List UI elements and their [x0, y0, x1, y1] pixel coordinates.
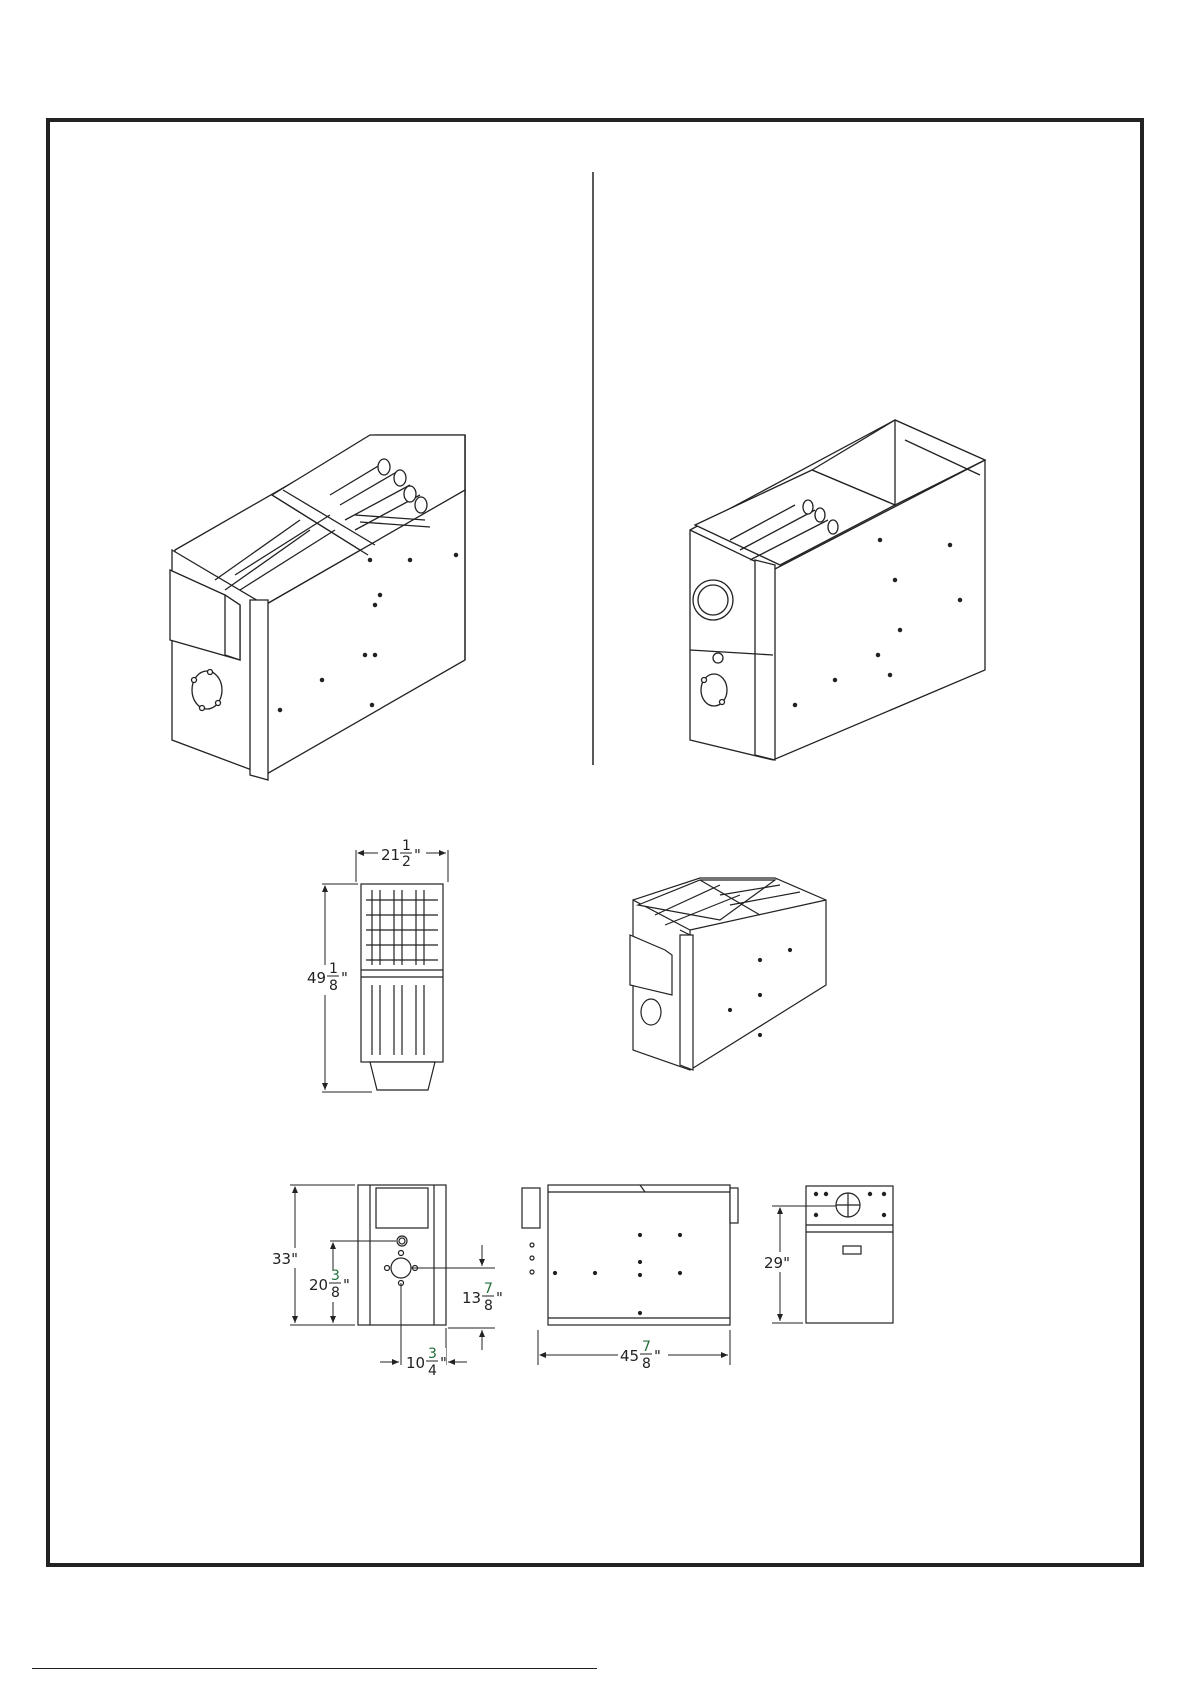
side-inlet-height-den: 8 — [484, 1298, 493, 1314]
front-height-text: 33" — [272, 1250, 298, 1268]
side-elevation-view — [522, 1185, 738, 1325]
top-length-num: 1 — [329, 961, 338, 977]
sheet-border — [48, 120, 1142, 1565]
side-length-den: 8 — [642, 1356, 651, 1372]
front-elevation-view — [358, 1185, 446, 1325]
front-flue-height-num: 3 — [331, 1268, 340, 1284]
top-length-den: 8 — [329, 978, 338, 994]
top-length-whole: 49 — [307, 969, 326, 987]
side-inlet-height-unit: " — [496, 1289, 503, 1307]
dimension-top-width: 21 1 2 " — [356, 838, 448, 882]
isometric-view-left — [170, 435, 465, 780]
top-plan-view — [361, 884, 443, 1090]
front-flue-height-whole: 20 — [309, 1276, 328, 1294]
front-flue-offset-unit: " — [440, 1354, 447, 1372]
front-flue-offset-whole: 10 — [406, 1354, 425, 1372]
top-width-whole: 21 — [381, 846, 400, 864]
side-inlet-height-whole: 13 — [462, 1289, 481, 1307]
rear-height-text: 29" — [764, 1254, 790, 1272]
front-flue-height-den: 8 — [331, 1285, 340, 1301]
side-length-unit: " — [654, 1347, 661, 1365]
front-flue-height-unit: " — [343, 1276, 350, 1294]
top-width-den: 2 — [402, 854, 411, 870]
isometric-view-small — [630, 878, 826, 1070]
side-length-num: 7 — [642, 1339, 651, 1355]
front-flue-offset-num: 3 — [428, 1346, 437, 1362]
side-inlet-height-num: 7 — [484, 1281, 493, 1297]
top-width-unit: " — [414, 846, 421, 864]
isometric-view-right — [690, 420, 985, 760]
dimension-front-height: 33" — [270, 1185, 355, 1325]
top-length-unit: " — [341, 969, 348, 987]
side-length-whole: 45 — [620, 1347, 639, 1365]
top-width-num: 1 — [402, 838, 411, 854]
dimension-side-length: 45 7 8 " — [538, 1330, 730, 1372]
bottom-rule — [32, 1668, 597, 1669]
rear-elevation-view — [806, 1186, 893, 1323]
front-flue-offset-den: 4 — [428, 1363, 437, 1379]
